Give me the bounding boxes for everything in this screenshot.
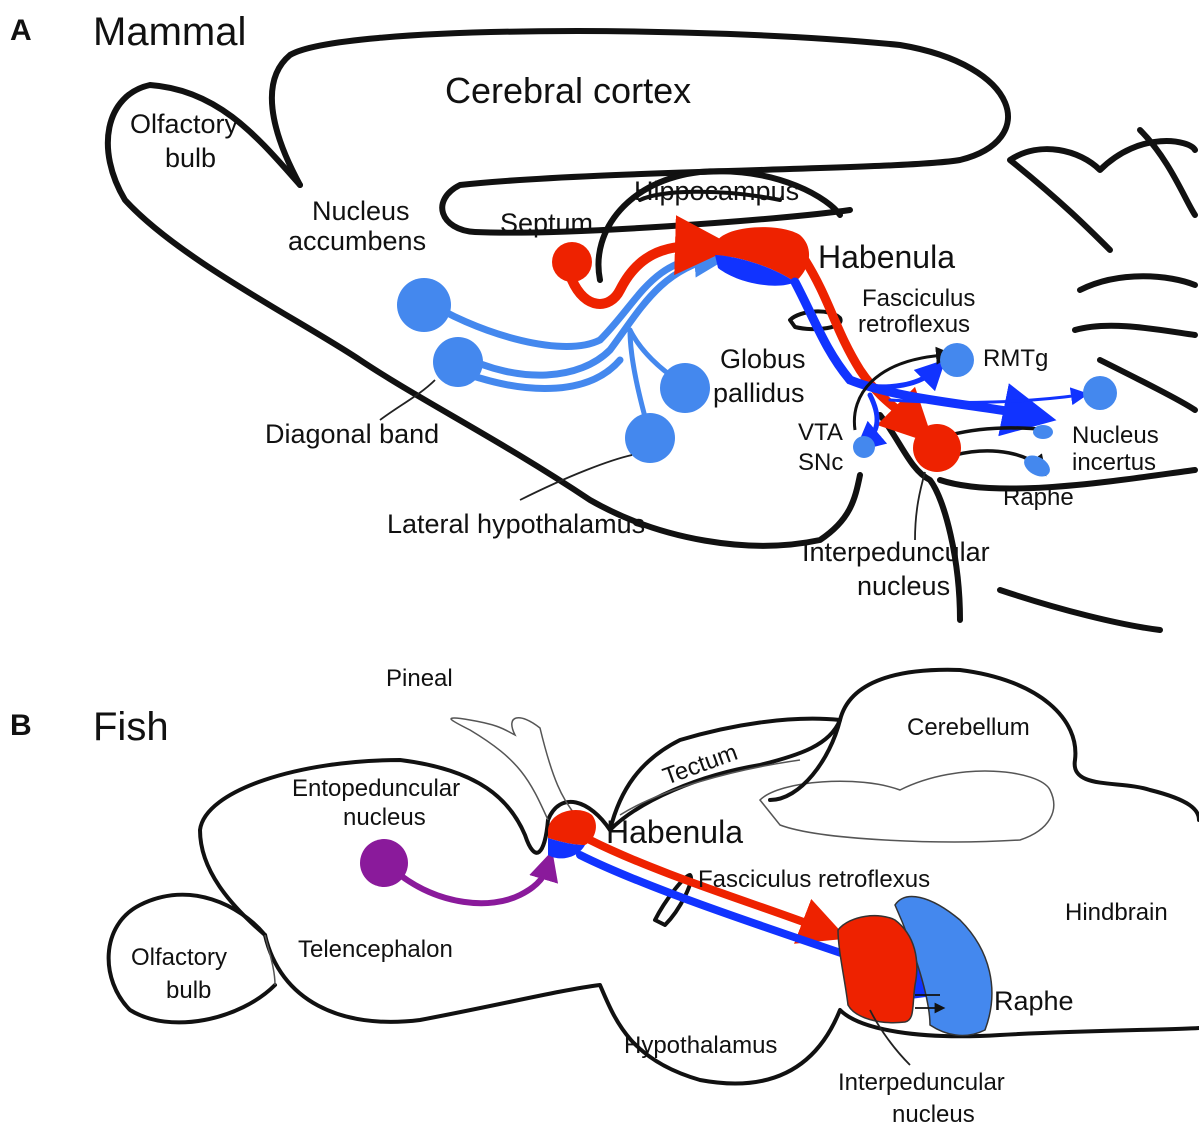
label-hippocampus: Hippocampus <box>634 176 799 206</box>
label-ipn-a2: nucleus <box>857 571 950 601</box>
label-incertus-1: Nucleus <box>1072 422 1159 449</box>
label-hypothalamus: Hypothalamus <box>624 1032 777 1059</box>
label-cerebral-cortex: Cerebral cortex <box>445 70 691 111</box>
label-cerebellum: Cerebellum <box>907 714 1030 741</box>
label-olfactory-a1: Olfactory <box>130 109 239 139</box>
blue-to-vta <box>866 395 877 442</box>
label-telencephalon: Telencephalon <box>298 936 453 963</box>
raphe-node-1 <box>1033 425 1053 439</box>
label-nucleus-acc-2: accumbens <box>288 226 426 256</box>
label-pineal: Pineal <box>386 665 453 692</box>
label-ento-2: nucleus <box>343 804 426 831</box>
nucleus-accumbens-node <box>397 278 451 332</box>
label-fr-a2: retroflexus <box>858 311 970 338</box>
label-olfactory-b1: Olfactory <box>131 944 227 971</box>
label-incertus-2: incertus <box>1072 449 1156 476</box>
label-fr-b: Fasciculus retroflexus <box>698 866 930 893</box>
label-fr-a1: Fasciculus <box>862 285 975 312</box>
globus-pallidus-node <box>660 363 710 413</box>
panel-b: B Fish Pineal Tectum Cerebellum Entop <box>10 665 1199 1128</box>
label-ipn-b2: nucleus <box>892 1101 975 1128</box>
ipn-node-a <box>913 424 961 472</box>
fish-brain-outline <box>200 670 1199 935</box>
label-hindbrain: Hindbrain <box>1065 899 1168 926</box>
label-globus-1: Globus <box>720 344 806 374</box>
leader-ipn-a <box>915 472 925 540</box>
panel-a: A Mammal <box>10 10 1195 630</box>
label-ento-1: Entopeduncular <box>292 775 460 802</box>
raphe-node-2 <box>1020 451 1053 481</box>
ento-to-habenula-arrow <box>400 865 548 903</box>
panel-a-letter: A <box>10 14 32 47</box>
rmtg-node <box>940 343 974 377</box>
label-ipn-b1: Interpeduncular <box>838 1069 1005 1096</box>
label-rmtg: RMTg <box>983 345 1048 372</box>
lateral-hypothalamus-node <box>625 413 675 463</box>
panel-b-title: Fish <box>93 705 169 749</box>
label-olfactory-a2: bulb <box>165 143 216 173</box>
label-lat-hypo: Lateral hypothalamus <box>387 509 645 539</box>
label-habenula-a: Habenula <box>818 239 955 275</box>
panel-a-title: Mammal <box>93 10 246 54</box>
label-nucleus-acc-1: Nucleus <box>312 196 410 226</box>
label-diagonal-band: Diagonal band <box>265 419 439 449</box>
label-snc: SNc <box>798 449 843 476</box>
panel-b-letter: B <box>10 709 32 742</box>
label-olfactory-b2: bulb <box>166 977 211 1004</box>
ipn-b-shape <box>838 916 917 1023</box>
label-ipn-a1: Interpeduncular <box>802 537 990 567</box>
label-raphe-a: Raphe <box>1003 484 1074 511</box>
septum-nucleus <box>552 242 592 282</box>
incertus-node <box>1083 376 1117 410</box>
label-vta: VTA <box>798 419 843 446</box>
label-raphe-b: Raphe <box>994 986 1074 1016</box>
label-habenula-b: Habenula <box>606 814 743 850</box>
label-septum: Septum <box>500 208 593 238</box>
mammal-brain-outline <box>108 85 860 546</box>
label-globus-2: pallidus <box>713 378 805 408</box>
vta-snc-node <box>853 436 875 458</box>
diagonal-band-node <box>433 337 483 387</box>
entopeduncular-node <box>360 839 408 887</box>
